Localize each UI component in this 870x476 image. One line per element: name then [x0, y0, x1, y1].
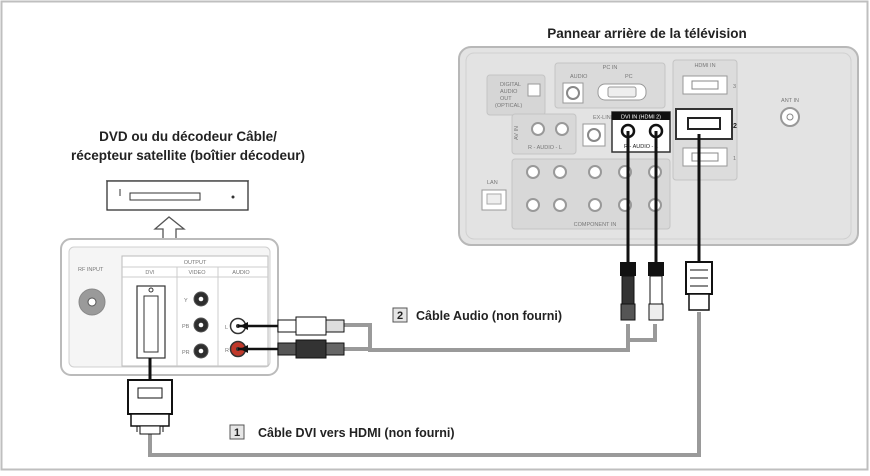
up-arrow-icon	[153, 216, 186, 240]
cable-label-audio: 2 Câble Audio (non fourni)	[392, 307, 562, 323]
cable-dvi-number: 1	[234, 427, 240, 439]
component-in-label: COMPONENT IN	[574, 222, 617, 228]
cable-audio-label: Câble Audio (non fourni)	[416, 309, 562, 323]
output-label: OUTPUT	[184, 260, 207, 266]
ex-link-label: EX-LINK	[593, 115, 615, 121]
source-title-line1: DVD ou du décodeur Câble/	[99, 129, 277, 144]
tv-back-panel: DIGITAL AUDIO OUT (OPTICAL) PC IN AUDIO …	[458, 46, 859, 246]
ant-in-port	[786, 113, 794, 121]
hdmi-1-label: 1	[733, 156, 736, 162]
tv-panel-title: Pannear arrière de la télévision	[547, 26, 747, 41]
cable-dvi-label: Câble DVI vers HDMI (non fourni)	[258, 426, 455, 440]
av-in-label: AV IN	[514, 126, 520, 140]
y-label: Y	[184, 298, 188, 304]
set-top-box-icon	[105, 180, 250, 211]
dvi-hdmi-cable-wire	[148, 312, 701, 457]
video-label: VIDEO	[188, 270, 206, 276]
r-label: R	[225, 348, 229, 354]
audio-plugs-source	[238, 316, 345, 359]
hdmi-3-port	[691, 80, 719, 90]
ex-link-port	[587, 128, 601, 142]
pc-audio-label: AUDIO	[570, 74, 588, 80]
dvi-label: DVI	[145, 270, 155, 276]
hdmi-2-label: 2	[733, 123, 737, 130]
lan-label: LAN	[487, 180, 498, 186]
rf-input-label: RF INPUT	[78, 267, 104, 273]
dvi-in-label: DVI IN (HDMI 2)	[621, 115, 661, 121]
source-title-line2: récepteur satellite (boîtier décodeur)	[71, 148, 305, 163]
optical-label-3: OUT	[500, 96, 512, 102]
ant-in-label: ANT IN	[781, 98, 799, 104]
pc-audio-jack	[566, 86, 580, 100]
audio-plugs-tv	[620, 262, 664, 321]
cable-audio-number: 2	[397, 310, 403, 322]
pc-label: PC	[625, 74, 633, 80]
optical-port	[527, 83, 541, 97]
hdmi-2-port	[687, 117, 721, 130]
pc-vga-port	[607, 86, 637, 98]
hdmi-1-port	[691, 152, 719, 162]
optical-label-1: DIGITAL	[500, 82, 521, 88]
av-audio-label: R - AUDIO - L	[528, 145, 562, 151]
pb-label: PB	[182, 324, 190, 330]
hdmi-plug	[685, 261, 713, 311]
dvi-plug	[127, 358, 173, 435]
hdmi-3-label: 3	[733, 84, 736, 90]
l-label: L	[225, 325, 228, 331]
source-back-panel: RF INPUT OUTPUT DVI VIDEO AUDIO Y PB PR …	[60, 238, 279, 376]
optical-label-4: (OPTICAL)	[495, 103, 522, 109]
hdmi-in-label: HDMI IN	[694, 63, 715, 69]
optical-label-2: AUDIO	[500, 89, 518, 95]
cable-label-dvi: 1 Câble DVI vers HDMI (non fourni)	[229, 424, 455, 440]
pc-in-label: PC IN	[603, 65, 618, 71]
dvi-audio-label: R - AUDIO - L	[624, 144, 658, 150]
audio-label: AUDIO	[232, 270, 250, 276]
pr-label: PR	[182, 350, 190, 356]
